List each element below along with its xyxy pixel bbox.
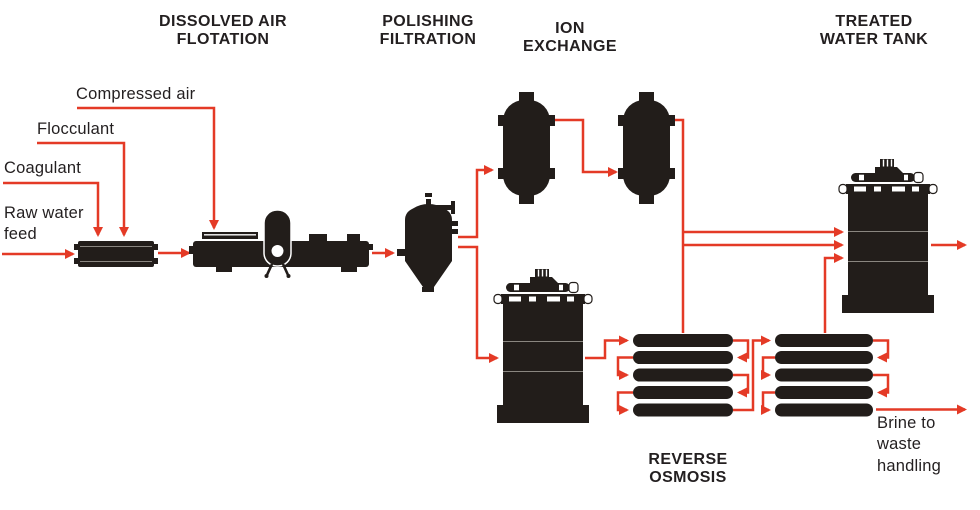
pipe-coagulant-dosing xyxy=(3,181,103,237)
stream-label-flocculant: Flocculant xyxy=(37,120,115,138)
pipe-compressed-air-supply xyxy=(77,106,219,230)
air-saturation-vessel-shape xyxy=(263,209,292,278)
pipe-filter-to-ion-exchange xyxy=(458,165,494,239)
pipe-bank1-stage1-2 xyxy=(733,339,750,363)
ion-exchange-vessel-1-shape xyxy=(498,92,555,204)
polishing-filter-vessel-shape xyxy=(397,193,458,292)
ro-feed-pump-tank-shape xyxy=(493,268,593,424)
pipe-flocculant-dosing xyxy=(37,141,129,237)
pipe-bank2-to-tank-inlet-3 xyxy=(823,253,844,333)
pipe-ro-feed-to-bank1 xyxy=(585,335,629,360)
ion-exchange-vessel-2-shape xyxy=(618,92,675,204)
stream-label-brine-to-waste: Brine to waste handling xyxy=(877,414,941,475)
stage-label-polishing-filtration: POLISHING FILTRATION xyxy=(379,13,477,48)
stage-label-treated-water-tank: TREATED WATER TANK xyxy=(819,13,929,48)
stream-label-coagulant: Coagulant xyxy=(4,159,82,177)
pipe-bank2-stage2-3 xyxy=(761,356,775,380)
reverse-osmosis-bank-2-shape xyxy=(775,334,873,417)
pipe-bank1-stage2-3 xyxy=(616,356,633,380)
pipe-bank2-stage4-5 xyxy=(761,391,775,415)
pipe-bank2-stage3-4 xyxy=(873,373,890,398)
pipe-filter-to-ro-feed-tank xyxy=(458,245,499,363)
pipe-bank2-stage1-2 xyxy=(873,339,890,363)
reverse-osmosis-bank-1-shape xyxy=(633,334,733,417)
dissolved-air-flotation-unit-shape xyxy=(189,209,373,278)
pipe-bank1-stage4-5 xyxy=(616,391,633,415)
pipe-ix1-to-ix2 xyxy=(553,118,618,177)
pipe-bank1-stage3-4 xyxy=(733,373,750,398)
stage-label-dissolved-air-flotation: DISSOLVED AIR FLOTATION xyxy=(159,13,287,48)
stream-label-compressed-air: Compressed air xyxy=(76,85,196,103)
flash-mixer-shape xyxy=(74,241,158,267)
process-flow-connectors xyxy=(2,106,967,415)
treated-water-storage-tank-shape xyxy=(838,158,938,314)
pipe-bank1-to-bank2 xyxy=(733,335,771,412)
stream-label-raw-water-feed: Raw water feed xyxy=(4,204,84,244)
stage-label-ion-exchange: ION EXCHANGE xyxy=(523,20,617,55)
stage-label-reverse-osmosis: REVERSE OSMOSIS xyxy=(648,451,728,486)
pipe-ix2-to-junction xyxy=(673,118,685,333)
